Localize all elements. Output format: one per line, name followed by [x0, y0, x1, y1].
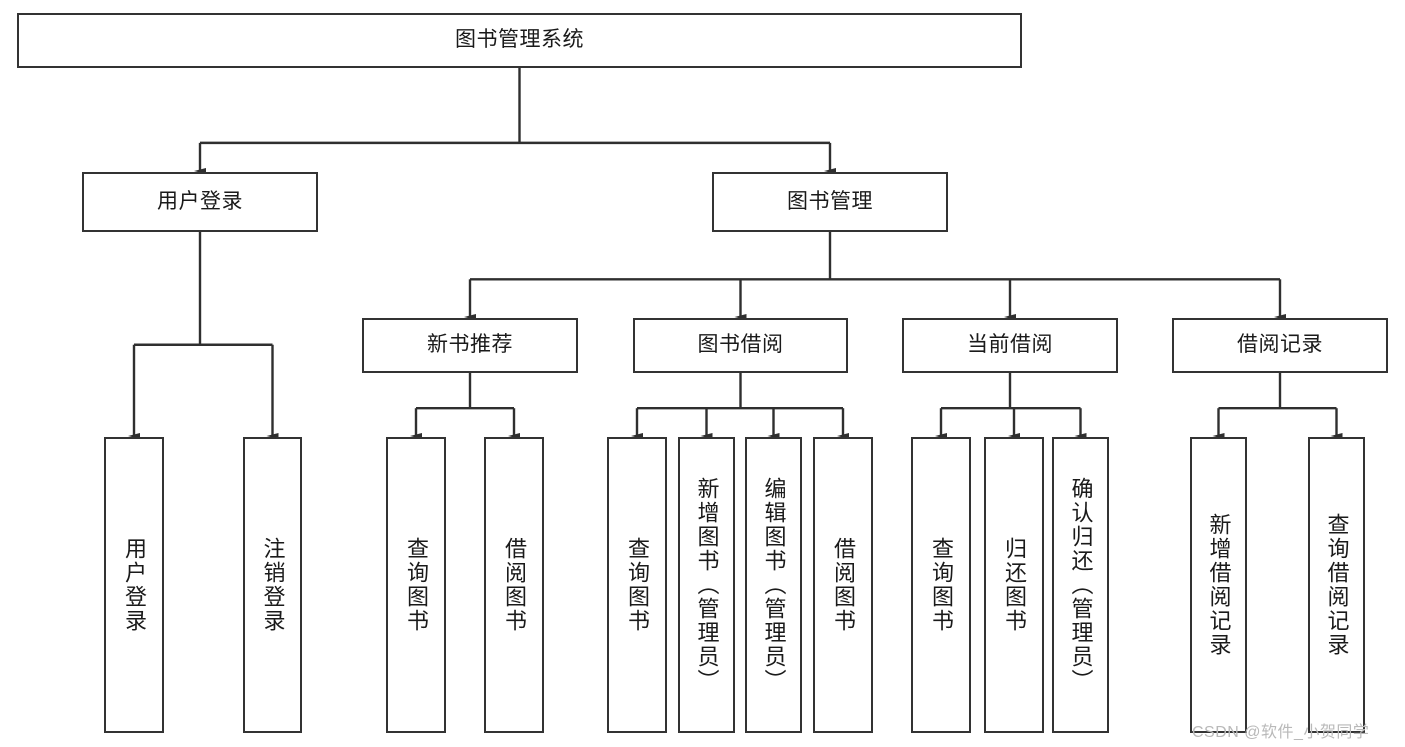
- node-leaf-confirm-return[interactable]: 确认归还（管理员）: [1052, 437, 1109, 733]
- node-leaf-query-book-1[interactable]: 查询图书: [386, 437, 446, 733]
- node-book-manage[interactable]: 图书管理: [712, 172, 948, 232]
- node-root-label: 图书管理系统: [455, 28, 584, 52]
- node-new-book-rec-label: 新书推荐: [427, 333, 513, 357]
- node-leaf-query-book-1-label: 查询图书: [404, 537, 429, 633]
- node-new-book-rec[interactable]: 新书推荐: [362, 318, 578, 373]
- node-leaf-borrow-book-1-label: 借阅图书: [502, 537, 527, 633]
- node-leaf-add-record[interactable]: 新增借阅记录: [1190, 437, 1247, 733]
- csdn-watermark: CSDN @软件_小贺同学: [1192, 724, 1370, 741]
- node-leaf-return-book[interactable]: 归还图书: [984, 437, 1044, 733]
- node-user-login-label: 用户登录: [157, 189, 243, 213]
- node-user-login[interactable]: 用户登录: [82, 172, 318, 232]
- node-leaf-borrow-book-2-label: 借阅图书: [831, 537, 856, 633]
- node-book-manage-label: 图书管理: [787, 189, 873, 213]
- node-leaf-logout[interactable]: 注销登录: [243, 437, 302, 733]
- node-book-borrow-label: 图书借阅: [697, 333, 784, 357]
- node-current-borrow-label: 当前借阅: [967, 333, 1053, 357]
- node-leaf-borrow-book-1[interactable]: 借阅图书: [484, 437, 544, 733]
- node-leaf-query-book-3-label: 查询图书: [929, 537, 954, 633]
- node-leaf-logout-label: 注销登录: [260, 537, 286, 633]
- node-leaf-query-book-3[interactable]: 查询图书: [911, 437, 971, 733]
- node-leaf-add-record-label: 新增借阅记录: [1206, 513, 1232, 657]
- node-leaf-query-book-2[interactable]: 查询图书: [607, 437, 667, 733]
- node-borrow-record[interactable]: 借阅记录: [1172, 318, 1388, 373]
- node-current-borrow[interactable]: 当前借阅: [902, 318, 1118, 373]
- node-root[interactable]: 图书管理系统: [17, 13, 1022, 68]
- node-leaf-add-book[interactable]: 新增图书（管理员）: [678, 437, 735, 733]
- node-leaf-query-record-label: 查询借阅记录: [1324, 513, 1350, 657]
- node-leaf-query-record[interactable]: 查询借阅记录: [1308, 437, 1365, 733]
- node-book-borrow[interactable]: 图书借阅: [633, 318, 848, 373]
- node-leaf-confirm-return-label: 确认归还（管理员）: [1068, 477, 1094, 693]
- node-leaf-edit-book-label: 编辑图书（管理员）: [761, 477, 787, 693]
- node-leaf-user-login-label: 用户登录: [122, 537, 147, 633]
- node-leaf-query-book-2-label: 查询图书: [625, 537, 650, 633]
- node-leaf-edit-book[interactable]: 编辑图书（管理员）: [745, 437, 802, 733]
- node-leaf-add-book-label: 新增图书（管理员）: [694, 477, 720, 693]
- node-borrow-record-label: 借阅记录: [1237, 333, 1323, 357]
- node-leaf-borrow-book-2[interactable]: 借阅图书: [813, 437, 873, 733]
- node-leaf-user-login[interactable]: 用户登录: [104, 437, 164, 733]
- node-leaf-return-book-label: 归还图书: [1002, 537, 1027, 633]
